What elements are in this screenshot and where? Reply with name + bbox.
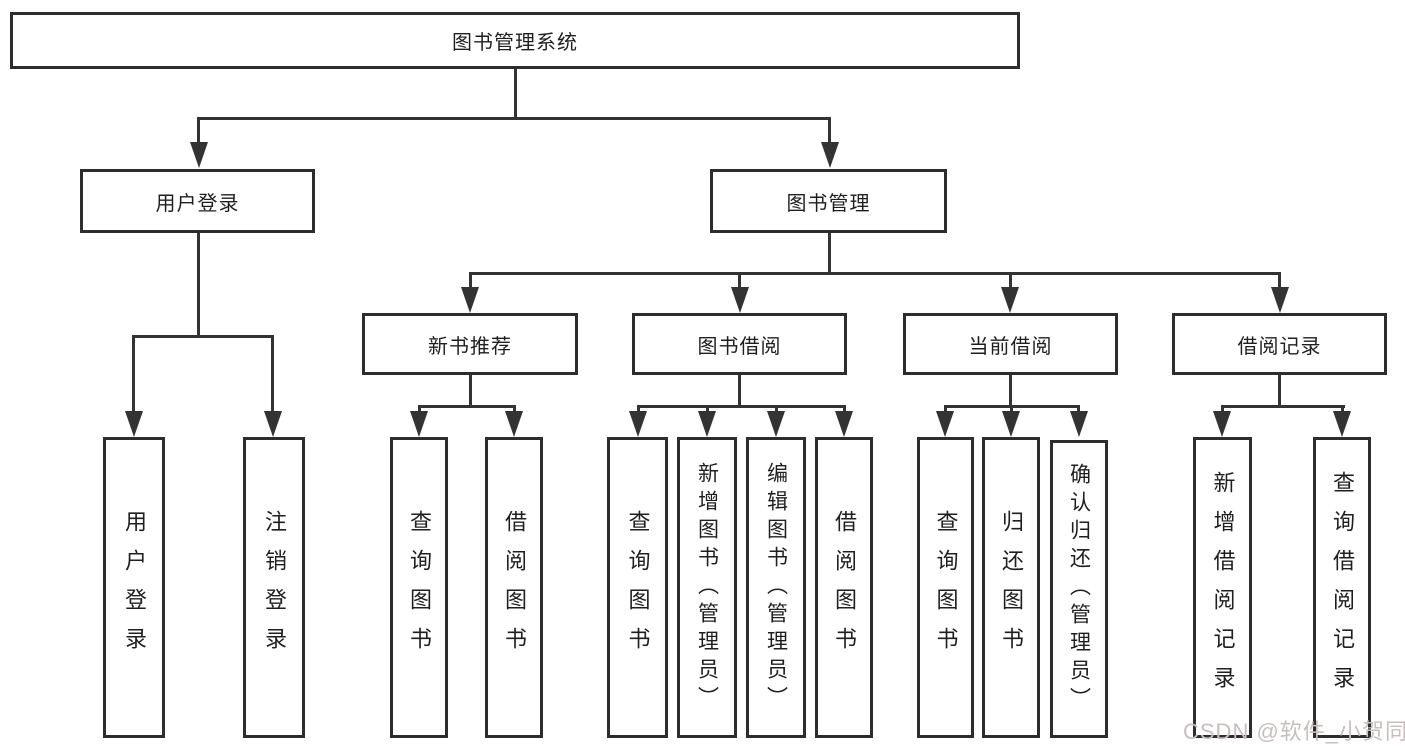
connector-drop — [1010, 405, 1013, 414]
leaf-label: 查询图书 — [407, 509, 432, 666]
leaf-label: 查询图书 — [933, 509, 959, 666]
connector-drop — [843, 405, 846, 414]
connector-stem — [1009, 375, 1012, 405]
connector-drop — [132, 335, 135, 413]
connector-drop — [513, 405, 516, 414]
arrow-down-icon — [936, 411, 954, 437]
connector-drop — [738, 272, 741, 289]
connector-drop — [775, 405, 778, 414]
connector-drop — [271, 335, 274, 413]
node-book-borrowing: 图书借阅 — [632, 313, 847, 375]
leaf-label: 借阅图书 — [832, 509, 857, 666]
connector-drop — [1221, 405, 1224, 414]
arrow-down-icon — [629, 411, 647, 437]
leaf-add-borrow-record: 新增借阅记录 — [1193, 437, 1252, 738]
connector-root-stem — [514, 69, 517, 117]
connector-userlogin-rail — [132, 335, 274, 338]
leaf-label: 新增图书（管理员） — [695, 461, 719, 714]
connector-bookmgmt-rail — [469, 272, 1281, 275]
arrow-down-icon — [1213, 411, 1231, 437]
leaf-borrow-books: 借阅图书 — [485, 437, 543, 738]
connector-drop-book-mgmt — [828, 117, 831, 144]
node-current-borrowing: 当前借阅 — [903, 313, 1118, 375]
connector-drop — [1077, 405, 1080, 414]
arrow-down-icon — [1002, 411, 1020, 437]
arrow-down-icon — [264, 411, 282, 437]
leaf-label: 用户登录 — [122, 509, 147, 666]
leaf-logout: 注销登录 — [243, 437, 305, 738]
leaf-user-login: 用户登录 — [103, 437, 165, 738]
connector-drop — [637, 405, 640, 414]
connector-stem — [469, 375, 472, 405]
connector-stem — [738, 375, 741, 405]
connector-stem — [1278, 375, 1281, 405]
arrow-down-icon — [125, 411, 143, 437]
csdn-watermark: CSDN @软件_小贺同学 — [1183, 719, 1405, 744]
node-user-login: 用户登录 — [80, 169, 315, 233]
connector-rail — [418, 405, 516, 408]
leaf-add-book-admin: 新增图书（管理员） — [677, 437, 737, 738]
leaf-query-borrow-record: 查询借阅记录 — [1313, 437, 1371, 738]
connector-drop — [1278, 272, 1281, 289]
arrow-down-icon — [698, 411, 716, 437]
leaf-label: 确认归还（管理员） — [1067, 463, 1091, 715]
arrow-down-icon — [1333, 411, 1351, 437]
arrow-down-icon — [1070, 411, 1088, 437]
node-borrowing-records: 借阅记录 — [1172, 313, 1387, 375]
connector-drop — [469, 272, 472, 289]
node-book-management: 图书管理 — [710, 169, 947, 233]
leaf-label: 查询图书 — [625, 509, 651, 666]
connector-drop — [418, 405, 421, 414]
leaf-label: 归还图书 — [999, 509, 1024, 666]
connector-drop — [944, 405, 947, 414]
connector-bookmgmt-stem — [828, 233, 831, 272]
leaf-label: 借阅图书 — [502, 509, 527, 666]
arrow-down-icon — [821, 142, 839, 168]
connector-drop — [1341, 405, 1344, 414]
leaf-borrow-books: 借阅图书 — [815, 437, 873, 738]
connector-root-rail — [197, 117, 831, 120]
leaf-confirm-return-admin: 确认归还（管理员） — [1050, 440, 1108, 738]
leaf-label: 查询借阅记录 — [1330, 470, 1355, 705]
arrow-down-icon — [731, 287, 749, 313]
leaf-query-books: 查询图书 — [917, 437, 974, 738]
arrow-down-icon — [1001, 287, 1019, 313]
arrow-down-icon — [767, 411, 785, 437]
leaf-query-books: 查询图书 — [607, 437, 668, 738]
leaf-label: 新增借阅记录 — [1210, 470, 1236, 705]
connector-userlogin-stem — [197, 233, 200, 335]
node-new-book-recommend: 新书推荐 — [362, 313, 578, 375]
leaf-label: 编辑图书（管理员） — [764, 461, 788, 714]
connector-drop — [706, 405, 709, 414]
arrow-down-icon — [461, 287, 479, 313]
arrow-down-icon — [835, 411, 853, 437]
arrow-down-icon — [505, 411, 523, 437]
leaf-edit-book-admin: 编辑图书（管理员） — [746, 437, 806, 738]
leaf-query-books: 查询图书 — [390, 437, 448, 738]
connector-rail — [637, 405, 846, 408]
arrow-down-icon — [410, 411, 428, 437]
connector-drop — [1009, 272, 1012, 289]
arrow-down-icon — [1271, 287, 1289, 313]
node-root-library-system: 图书管理系统 — [10, 12, 1020, 69]
leaf-label: 注销登录 — [262, 509, 287, 666]
leaf-return-books: 归还图书 — [982, 437, 1040, 738]
connector-rail — [1221, 405, 1345, 408]
arrow-down-icon — [190, 142, 208, 168]
connector-drop-user-login — [197, 117, 200, 144]
